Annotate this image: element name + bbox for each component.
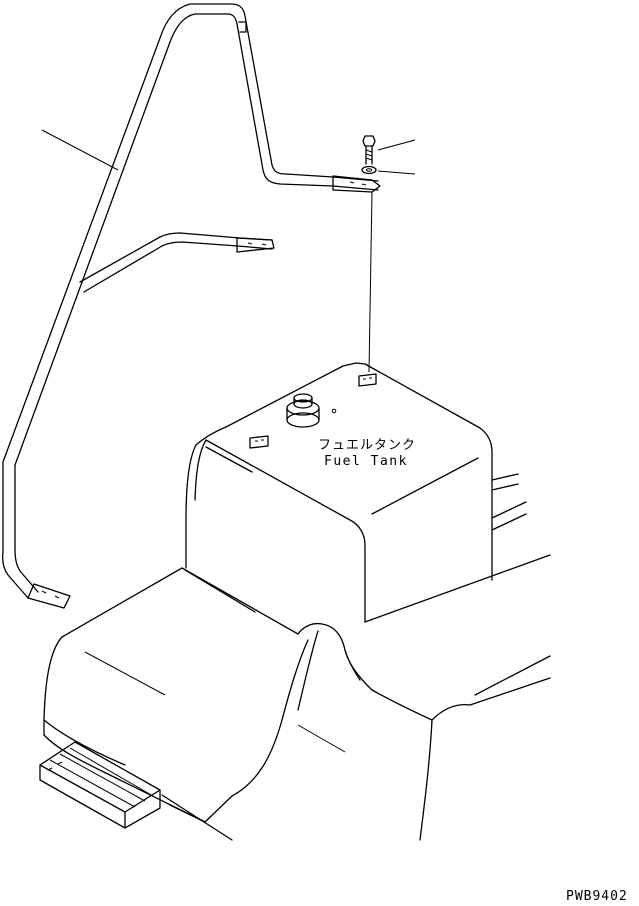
fuel-tank xyxy=(185,362,527,623)
step xyxy=(39,741,161,829)
washer xyxy=(361,165,377,175)
fuel-tank-label-jp: フュエルタンク xyxy=(318,438,416,453)
alignment-line xyxy=(368,191,373,373)
bolt xyxy=(362,135,376,165)
fuel-tank-label-en: Fuel Tank xyxy=(324,454,408,469)
handrail xyxy=(2,3,381,609)
washer-leader xyxy=(377,170,416,175)
drawing-code: PWB9402 xyxy=(566,889,628,904)
fender xyxy=(43,554,551,841)
bolt-leader xyxy=(377,139,416,151)
